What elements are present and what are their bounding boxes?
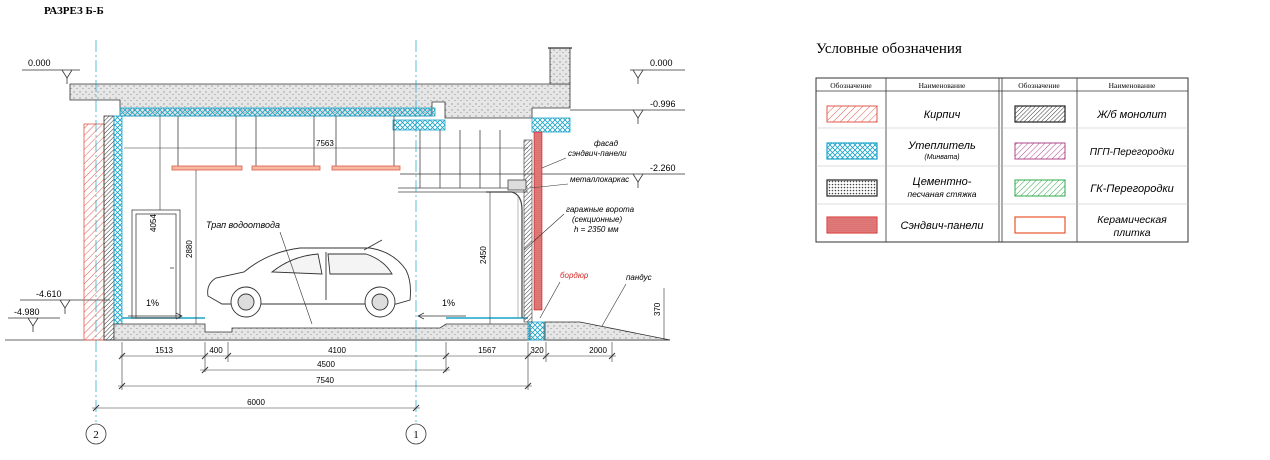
level-label-mid2: -2.260 bbox=[650, 163, 676, 173]
note-gate-1: гаражные ворота bbox=[566, 205, 635, 214]
legend-swatch-monolith bbox=[1014, 105, 1066, 123]
curb bbox=[527, 321, 545, 341]
legend-header-symbol-1: Обозначение bbox=[830, 81, 872, 90]
level-mark-mid2 bbox=[400, 173, 685, 188]
dim-room-height: 2880 bbox=[185, 240, 194, 258]
note-facade-1: фасад bbox=[594, 139, 619, 148]
axis-label-1: 1 bbox=[413, 429, 419, 441]
dim-320: 320 bbox=[530, 346, 544, 355]
left-wall-concrete bbox=[103, 115, 115, 341]
ramp bbox=[544, 321, 671, 341]
leader-gate bbox=[523, 213, 565, 251]
dim-2000: 2000 bbox=[589, 346, 607, 355]
leader-facade bbox=[541, 157, 567, 169]
note-facade-2: сэндвич-панели bbox=[568, 149, 627, 158]
level-label-top-right: 0.000 bbox=[650, 58, 673, 68]
leader-border bbox=[539, 281, 561, 319]
gate-post bbox=[523, 139, 533, 323]
legend-swatch-sandwich bbox=[826, 216, 878, 234]
level-label-mid1: -0.996 bbox=[650, 99, 676, 109]
legend-swatch-insulation bbox=[826, 142, 878, 160]
note-drain: Трап водоотвода bbox=[206, 220, 280, 230]
legend-name-insulation: Утеплитель bbox=[907, 140, 976, 152]
dim-4100: 4100 bbox=[328, 346, 346, 355]
level-mark-mid1 bbox=[570, 109, 685, 124]
legend-header-symbol-2: Обозначение bbox=[1018, 81, 1060, 90]
legend-name-brick: Кирпич bbox=[924, 109, 961, 121]
level-mark-top-left bbox=[22, 69, 80, 84]
dim-7540: 7540 bbox=[316, 376, 334, 385]
legend-sub-screed: песчаная стяжка bbox=[907, 189, 976, 199]
note-metal-frame: металлокаркас bbox=[570, 175, 629, 184]
leader-metal-frame bbox=[529, 183, 569, 189]
section-title: РАЗРЕЗ Б-Б bbox=[44, 5, 104, 17]
left-wall-brick bbox=[83, 123, 105, 341]
legend-name-gk: ГК-Перегородки bbox=[1090, 183, 1174, 195]
dim-threshold: 370 bbox=[653, 302, 662, 316]
legend-swatch-pgp bbox=[1014, 142, 1066, 160]
legend-name-screed: Цементно- bbox=[913, 176, 972, 188]
slope-arrowhead-right bbox=[417, 312, 425, 320]
slope-arrowhead-left bbox=[175, 312, 183, 320]
legend-header-name-2: Наименование bbox=[1109, 81, 1156, 90]
dim-1513: 1513 bbox=[155, 346, 173, 355]
roof-edge-insulation bbox=[531, 117, 571, 133]
dim-400: 400 bbox=[209, 346, 223, 355]
leader-ramp bbox=[601, 283, 627, 327]
legend-name-pgp: ПГП-Перегородки bbox=[1090, 147, 1175, 158]
ceiling-insulation-step bbox=[392, 119, 446, 131]
sectional-gate bbox=[486, 191, 523, 318]
ceiling-lights bbox=[171, 116, 401, 171]
note-ramp: пандус bbox=[626, 273, 652, 282]
dimension-chains bbox=[92, 342, 616, 412]
car bbox=[207, 239, 411, 318]
metal-frame bbox=[398, 130, 528, 193]
left-wall-insulation bbox=[113, 115, 123, 325]
legend-header-name-1: Наименование bbox=[919, 81, 966, 90]
dim-4500: 4500 bbox=[317, 360, 335, 369]
legend-name-monolith: Ж/б монолит bbox=[1096, 109, 1166, 121]
legend-swatch-gk bbox=[1014, 179, 1066, 197]
legend-title: Условные обозначения bbox=[816, 41, 962, 57]
legend-sub-ceramic: плитка bbox=[1113, 227, 1150, 239]
floor-slab bbox=[113, 323, 531, 341]
level-label-ground: -4.980 bbox=[14, 307, 40, 317]
legend-swatch-brick bbox=[826, 105, 878, 123]
level-label-top-left: 0.000 bbox=[28, 58, 51, 68]
legend-name-ceramic: Керамическая bbox=[1097, 214, 1167, 226]
dim-gate-height: 2450 bbox=[479, 246, 488, 264]
dim-6000: 6000 bbox=[247, 398, 265, 407]
dim-door-height: 4054 bbox=[149, 214, 158, 232]
level-mark-top-right bbox=[630, 69, 685, 84]
parapet bbox=[549, 47, 571, 85]
legend-swatch-screed bbox=[826, 179, 878, 197]
leader-drain bbox=[279, 231, 313, 325]
legend-table bbox=[815, 77, 1189, 243]
note-gate-3: h = 2350 мм bbox=[574, 225, 619, 234]
axis-label-2: 2 bbox=[93, 429, 99, 441]
dim-ceiling-span: 7563 bbox=[316, 139, 334, 148]
axis-bubble-2 bbox=[85, 423, 107, 445]
legend-swatch-ceramic bbox=[1014, 216, 1066, 234]
dim-1567: 1567 bbox=[478, 346, 496, 355]
facade-sandwich-panel bbox=[533, 131, 543, 311]
legend-name-sandwich: Сэндвич-панели bbox=[901, 220, 984, 232]
slope-label-right: 1% bbox=[442, 298, 455, 308]
inner-dim-lines bbox=[124, 116, 665, 340]
legend-sub-insulation: (Минвата) bbox=[924, 154, 959, 161]
axis-bubble-1 bbox=[405, 423, 427, 445]
level-mark-ground bbox=[8, 317, 60, 332]
door bbox=[131, 209, 181, 319]
ceiling-insulation bbox=[119, 107, 436, 117]
level-label-floor: -4.610 bbox=[36, 289, 62, 299]
note-border: бордюр bbox=[560, 271, 589, 280]
note-gate-2: (секционные) bbox=[572, 215, 623, 224]
slope-label-left: 1% bbox=[146, 298, 159, 308]
